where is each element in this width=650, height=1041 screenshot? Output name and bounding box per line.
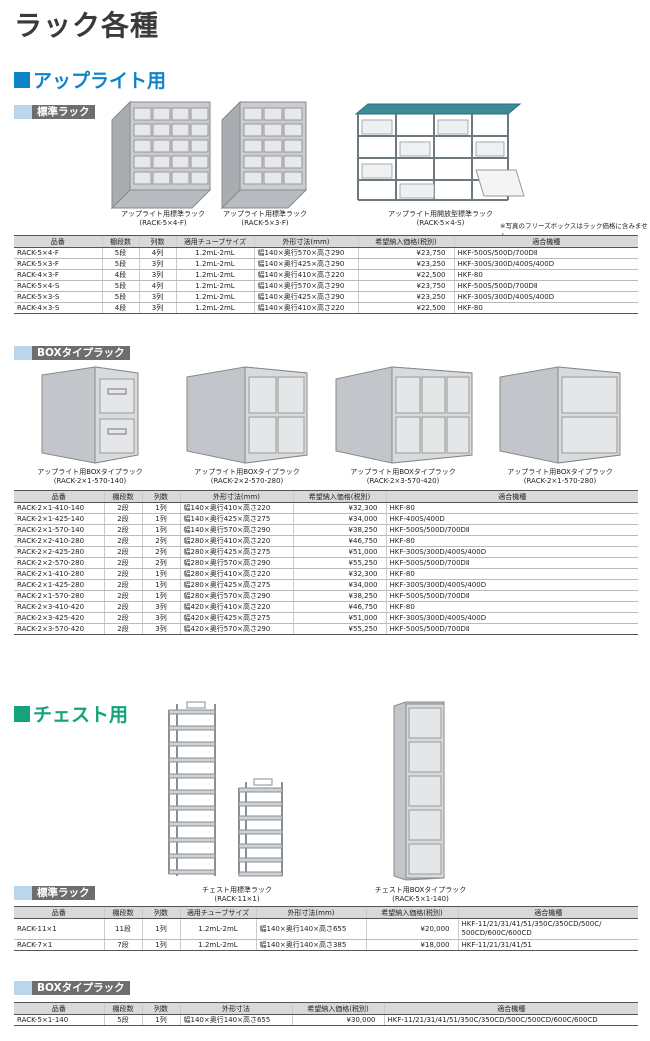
rack-image-5x3-f (220, 100, 310, 210)
chest-box-rack-image-5x1-140 (392, 700, 447, 882)
subheading-label: BOXタイプラック (32, 981, 130, 995)
subheading-label: 標準ラック (32, 886, 95, 900)
subheading-box-rack: BOXタイプラック (14, 346, 130, 360)
page-title: ラック各種 (14, 9, 160, 42)
caption-rack-5x4-s: アップライト用開放型標準ラック(RACK-5×4-S) (388, 210, 493, 227)
caption-chest-box-rack: チェスト用BOXタイプラック(RACK-5×1-140) (374, 886, 467, 903)
section-heading-label: アップライト用 (33, 70, 167, 92)
chest-rack-image-11x1 (165, 700, 235, 880)
table-header-row: 品番棚段数列数適用チューブサイズ外形寸法(mm)希望納入価格(税別)適合機種 (14, 906, 638, 919)
caption-box-2x1-570-140: アップライト用BOXタイプラック(RACK-2×1-570-140) (37, 468, 143, 485)
subheading-label: BOXタイプラック (32, 346, 130, 360)
subheading-standard-rack: 標準ラック (14, 105, 95, 119)
caption-rack-5x4-f: アップライト用標準ラック(RACK-5×4-F) (121, 210, 205, 227)
table-header-row: 品番棚段数列数外形寸法希望納入価格(税別)適合機種 (14, 1002, 638, 1015)
section-heading-chest: チェスト用 (14, 700, 128, 727)
caption-chest-rack-11x1: チェスト用標準ラック(RACK-11×1) (202, 886, 272, 903)
box-rack-image-2x2-570-280 (185, 365, 310, 465)
subheading-chest-standard-rack: 標準ラック (14, 886, 95, 900)
box-rack-image-2x3-570-420 (334, 365, 474, 465)
caption-box-2x2-570-280: アップライト用BOXタイプラック(RACK-2×2-570-280) (194, 468, 300, 485)
upright-standard-table: 品番棚段数列数適用チューブサイズ外形寸法(mm)希望納入価格(税別)適合機種 R… (14, 235, 638, 314)
chest-rack-image-7x1 (236, 778, 291, 878)
caption-box-2x1-570-280: アップライト用BOXタイプラック(RACK-2×1-570-280) (507, 468, 613, 485)
rack-image-5x4-f (110, 100, 215, 210)
section-marker (14, 71, 30, 88)
caption-rack-5x3-f: アップライト用標準ラック(RACK-5×3-F) (223, 210, 307, 227)
box-rack-image-2x1-570-140 (40, 365, 140, 465)
table-header-row: 品番棚段数列数適用チューブサイズ外形寸法(mm)希望納入価格(税別)適合機種 (14, 235, 638, 248)
table-header-row: 品番棚段数列数外形寸法(mm)希望納入価格(税別)適合機種 (14, 490, 638, 503)
subheading-chest-box-rack: BOXタイプラック (14, 981, 130, 995)
chest-standard-table: 品番棚段数列数適用チューブサイズ外形寸法(mm)希望納入価格(税別)適合機種 R… (14, 906, 638, 951)
caption-box-2x3-570-420: アップライト用BOXタイプラック(RACK-2×3-570-420) (350, 468, 456, 485)
rack-image-5x4-s (348, 100, 528, 208)
section-marker (14, 705, 30, 722)
section-heading-label: チェスト用 (33, 704, 129, 726)
section-heading-upright: アップライト用 (14, 66, 166, 93)
subheading-label: 標準ラック (32, 105, 95, 119)
box-rack-image-2x1-570-280 (498, 365, 623, 465)
upright-box-table: 品番棚段数列数外形寸法(mm)希望納入価格(税別)適合機種 RACK-2×1-4… (14, 490, 638, 635)
